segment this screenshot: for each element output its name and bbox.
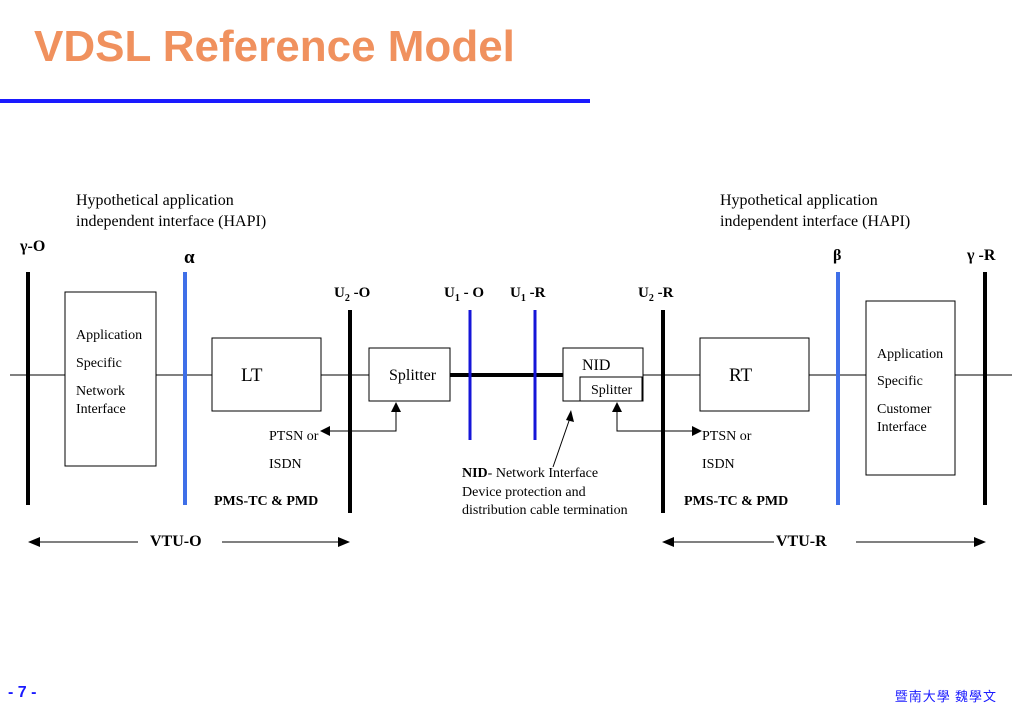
rt-box xyxy=(699,337,810,412)
lt-box xyxy=(211,337,322,412)
ptsn-right-connector xyxy=(616,409,700,432)
nid-splitter-label: Splitter xyxy=(591,383,633,398)
hapi-right-line2: independent interface (HAPI) xyxy=(720,213,911,230)
nid-note-line1: NID- Network Interface xyxy=(462,466,598,483)
app-network-line4: Interface xyxy=(76,402,126,417)
slide-title: VDSL Reference Model xyxy=(34,22,515,71)
u2-r-label: U2 -R xyxy=(638,285,674,304)
hapi-right-line1: Hypothetical application xyxy=(720,192,878,209)
app-network-line1: Application xyxy=(76,328,143,343)
splitter-o-box xyxy=(368,347,451,402)
ptsn-right-line1: PTSN or xyxy=(702,429,752,444)
app-network-line3: Network xyxy=(76,384,125,399)
nid-note-bold: NID xyxy=(462,466,488,481)
nid-note-line3: distribution cable termination xyxy=(462,503,628,518)
gamma-r-label: γ -R xyxy=(967,247,996,264)
nid-splitter-box xyxy=(579,376,643,402)
nid-note-line1-text: - Network Interface xyxy=(487,466,599,481)
ptsn-right-line2: ISDN xyxy=(702,457,735,472)
vtu-r-arrowhead-right xyxy=(974,537,986,547)
ptsn-left-line2: ISDN xyxy=(269,457,302,472)
nid-pointer-arrowhead xyxy=(566,410,574,422)
u1-o-label: U1 - O xyxy=(444,285,485,304)
pms-left-label: PMS-TC & PMD xyxy=(214,494,319,509)
page-number: - 7 - xyxy=(8,684,37,701)
vtu-o-arrowhead-left xyxy=(28,537,40,547)
title-underline xyxy=(0,99,590,103)
app-customer-line4: Interface xyxy=(877,420,927,435)
vtu-r-arrowhead-left xyxy=(662,537,674,547)
u1-r-label: U1 -R xyxy=(510,285,546,304)
ptsn-left-arrowhead-up xyxy=(391,402,401,412)
ptsn-right-arrowhead-right xyxy=(692,426,702,436)
hapi-left-line2: independent interface (HAPI) xyxy=(76,213,267,230)
u2-o-label: U2 -O xyxy=(334,285,371,304)
ptsn-right-arrowhead-up xyxy=(612,402,622,412)
app-customer-interface-box xyxy=(865,300,956,476)
app-network-interface-box xyxy=(64,291,157,467)
author-footer: 暨南大學 魏學文 xyxy=(894,689,997,704)
app-customer-line1: Application xyxy=(877,347,944,362)
vtu-o-arrowhead-right xyxy=(338,537,350,547)
gamma-o-label: γ-O xyxy=(20,238,46,255)
ptsn-left-arrowhead-left xyxy=(320,426,330,436)
lt-label: LT xyxy=(241,365,263,386)
splitter-o-label: Splitter xyxy=(389,367,437,384)
nid-note-line2: Device protection and xyxy=(462,485,586,500)
ptsn-left-connector xyxy=(322,409,397,432)
nid-label: NID xyxy=(582,357,611,374)
app-customer-line2: Specific xyxy=(877,374,923,389)
vtu-r-label: VTU-R xyxy=(776,533,827,550)
nid-pointer-line xyxy=(552,417,571,468)
pms-right-label: PMS-TC & PMD xyxy=(684,494,789,509)
alpha-label: α xyxy=(184,247,195,268)
beta-label: β xyxy=(833,247,842,264)
ptsn-left-line1: PTSN or xyxy=(269,429,319,444)
app-customer-line3: Customer xyxy=(877,402,932,417)
rt-label: RT xyxy=(729,365,753,386)
vtu-o-label: VTU-O xyxy=(150,533,202,550)
app-network-line2: Specific xyxy=(76,356,122,371)
hapi-left-line1: Hypothetical application xyxy=(76,192,234,209)
